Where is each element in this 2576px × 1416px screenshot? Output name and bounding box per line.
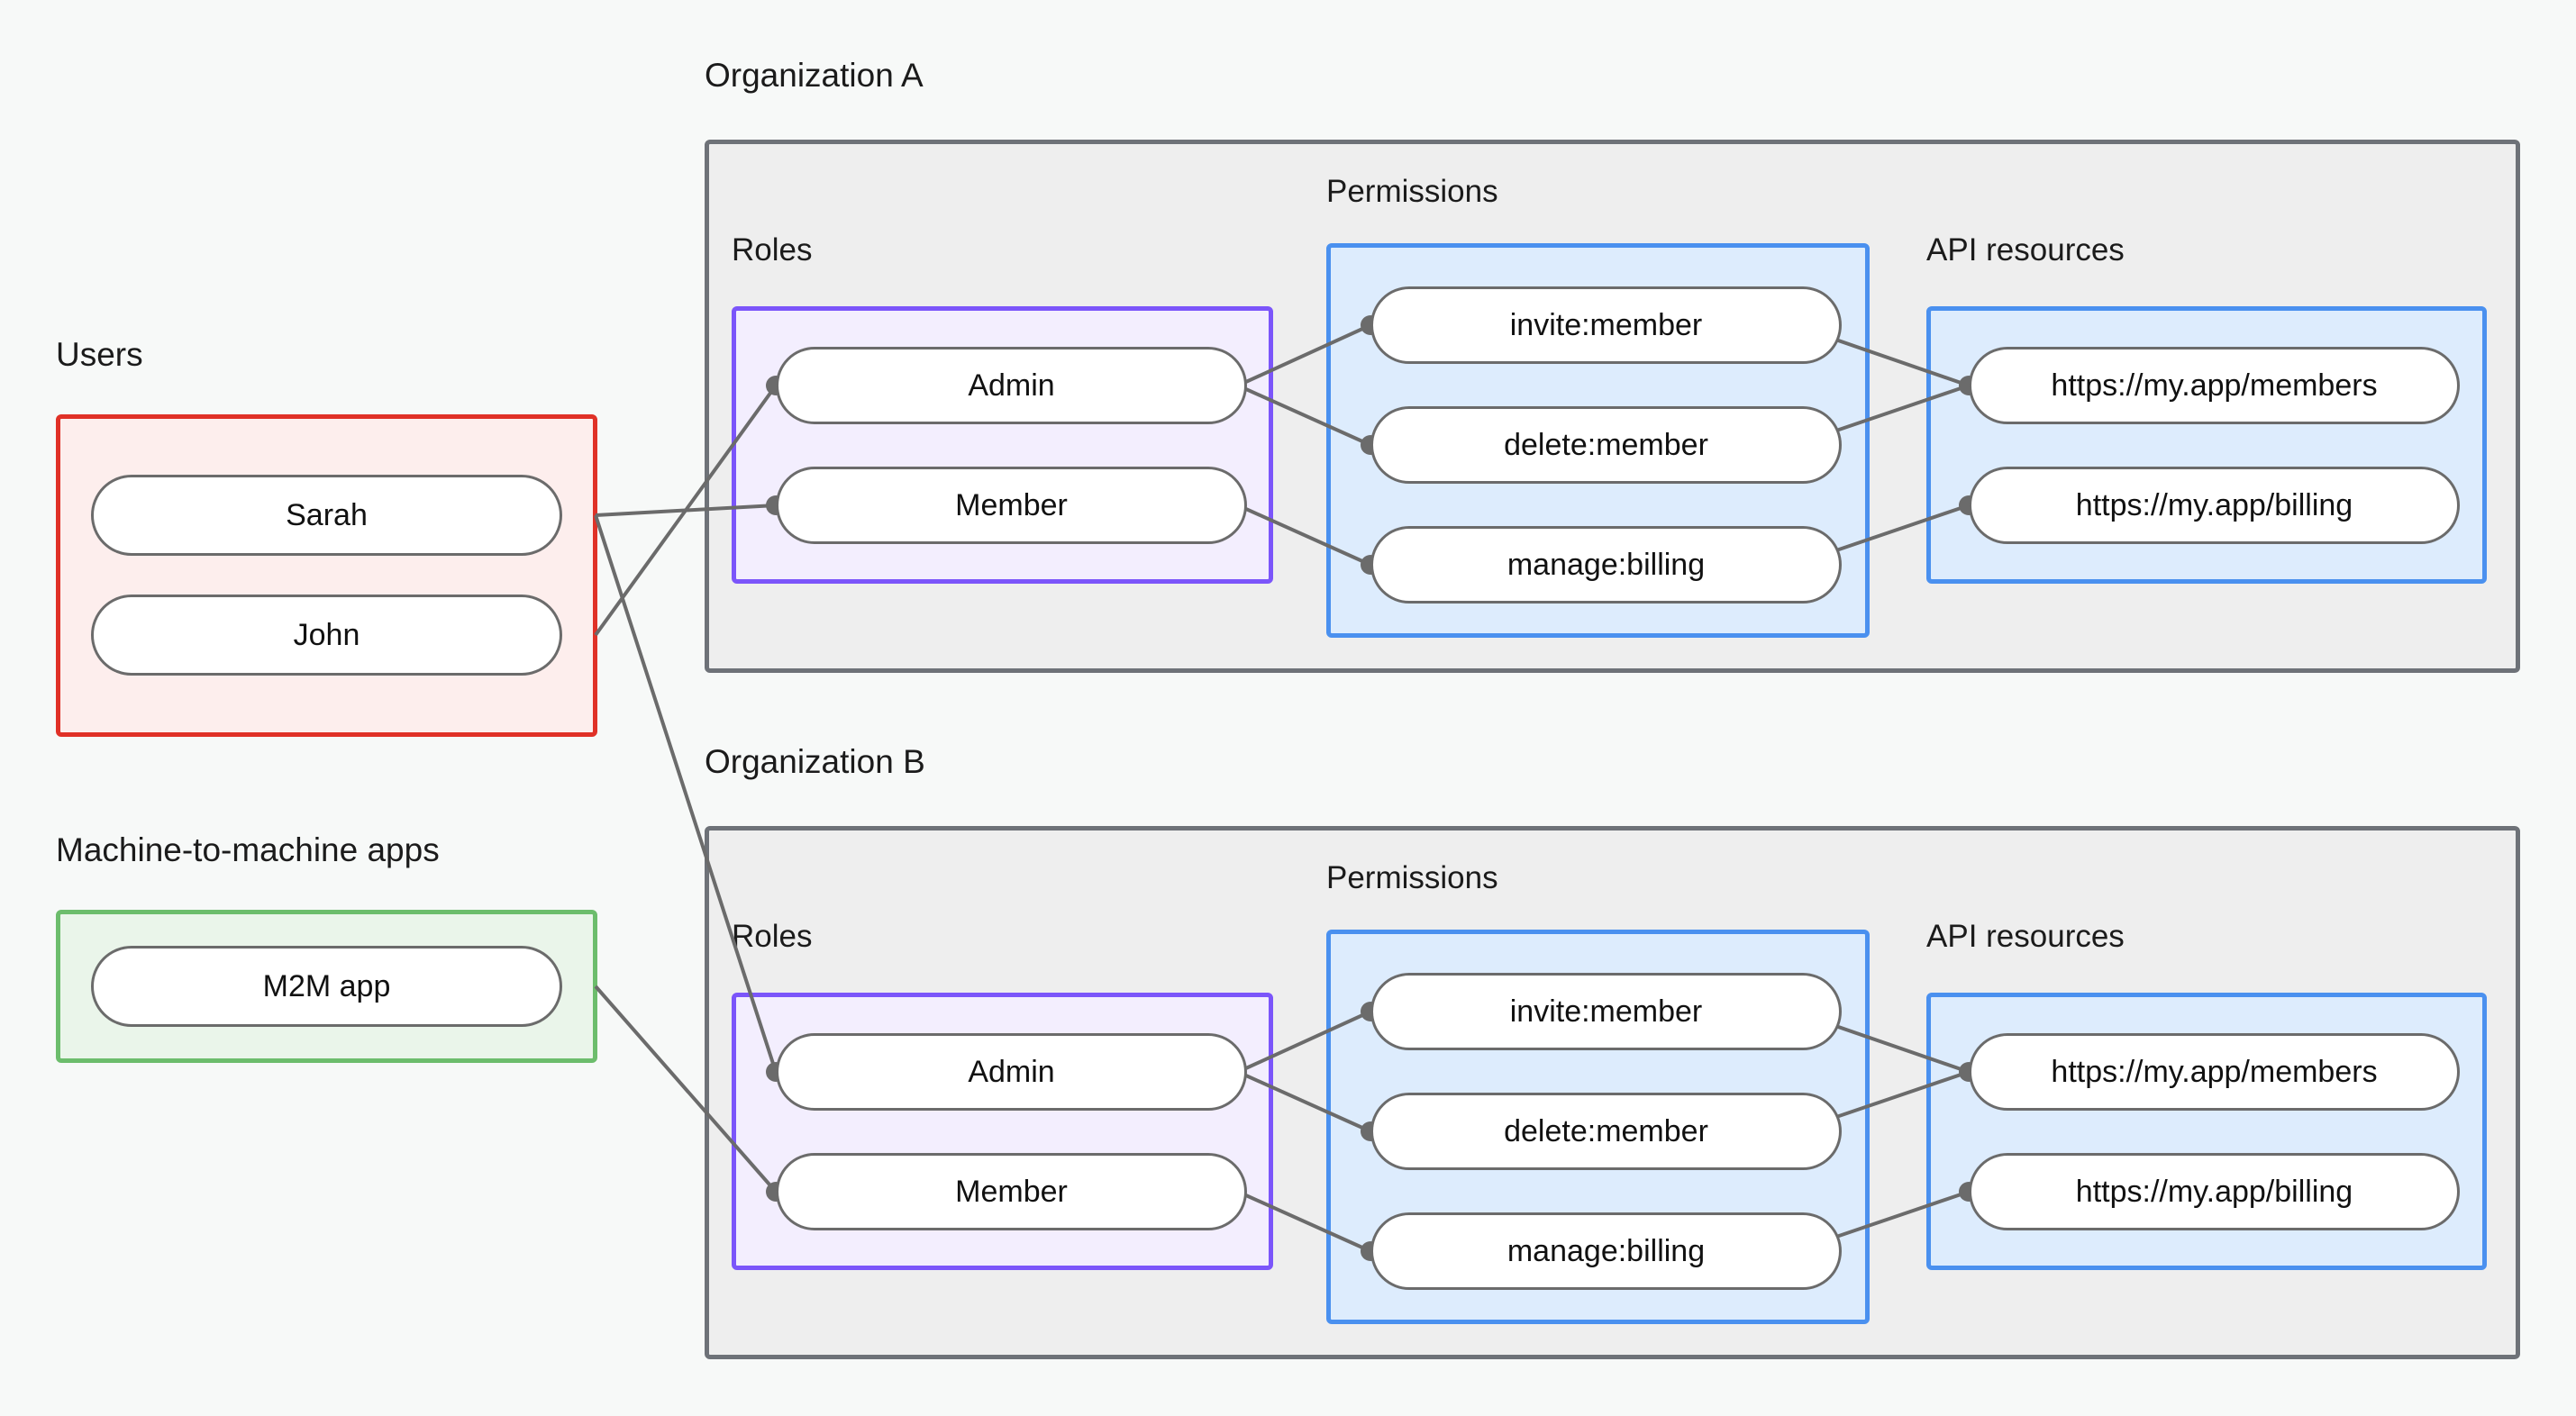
orgA-permission-node-delete-member[interactable]: delete:member [1370,406,1842,484]
orgB-permission-node-delete-member[interactable]: delete:member [1370,1093,1842,1170]
orgB-roles-label: Roles [732,919,813,954]
users-panel [56,414,597,737]
orgB-permission-node-manage-billing[interactable]: manage:billing [1370,1212,1842,1290]
orgB-role-node-member[interactable]: Member [776,1153,1247,1230]
orgA-permission-node-invite-member[interactable]: invite:member [1370,286,1842,364]
orgB-permission-node-invite-member[interactable]: invite:member [1370,973,1842,1050]
organization-b-label: Organization B [705,743,925,780]
user-node-sarah[interactable]: Sarah [91,475,562,556]
orgA-role-node-admin[interactable]: Admin [776,347,1247,424]
users-group-label: Users [56,336,143,373]
orgA-permissions-label: Permissions [1326,174,1498,209]
m2m-group-label: Machine-to-machine apps [56,831,440,868]
orgB-api-node-billing[interactable]: https://my.app/billing [1969,1153,2460,1230]
organization-a-label: Organization A [705,57,924,94]
orgA-api-resources-label: API resources [1926,232,2125,268]
orgB-api-resources-label: API resources [1926,919,2125,954]
m2m-node-app[interactable]: M2M app [91,946,562,1027]
orgA-api-node-members[interactable]: https://my.app/members [1969,347,2460,424]
user-node-john[interactable]: John [91,595,562,676]
orgB-api-node-members[interactable]: https://my.app/members [1969,1033,2460,1111]
orgA-api-node-billing[interactable]: https://my.app/billing [1969,467,2460,544]
orgB-role-node-admin[interactable]: Admin [776,1033,1247,1111]
orgA-roles-label: Roles [732,232,813,268]
orgA-role-node-member[interactable]: Member [776,467,1247,544]
orgA-permission-node-manage-billing[interactable]: manage:billing [1370,526,1842,604]
orgB-permissions-label: Permissions [1326,860,1498,895]
